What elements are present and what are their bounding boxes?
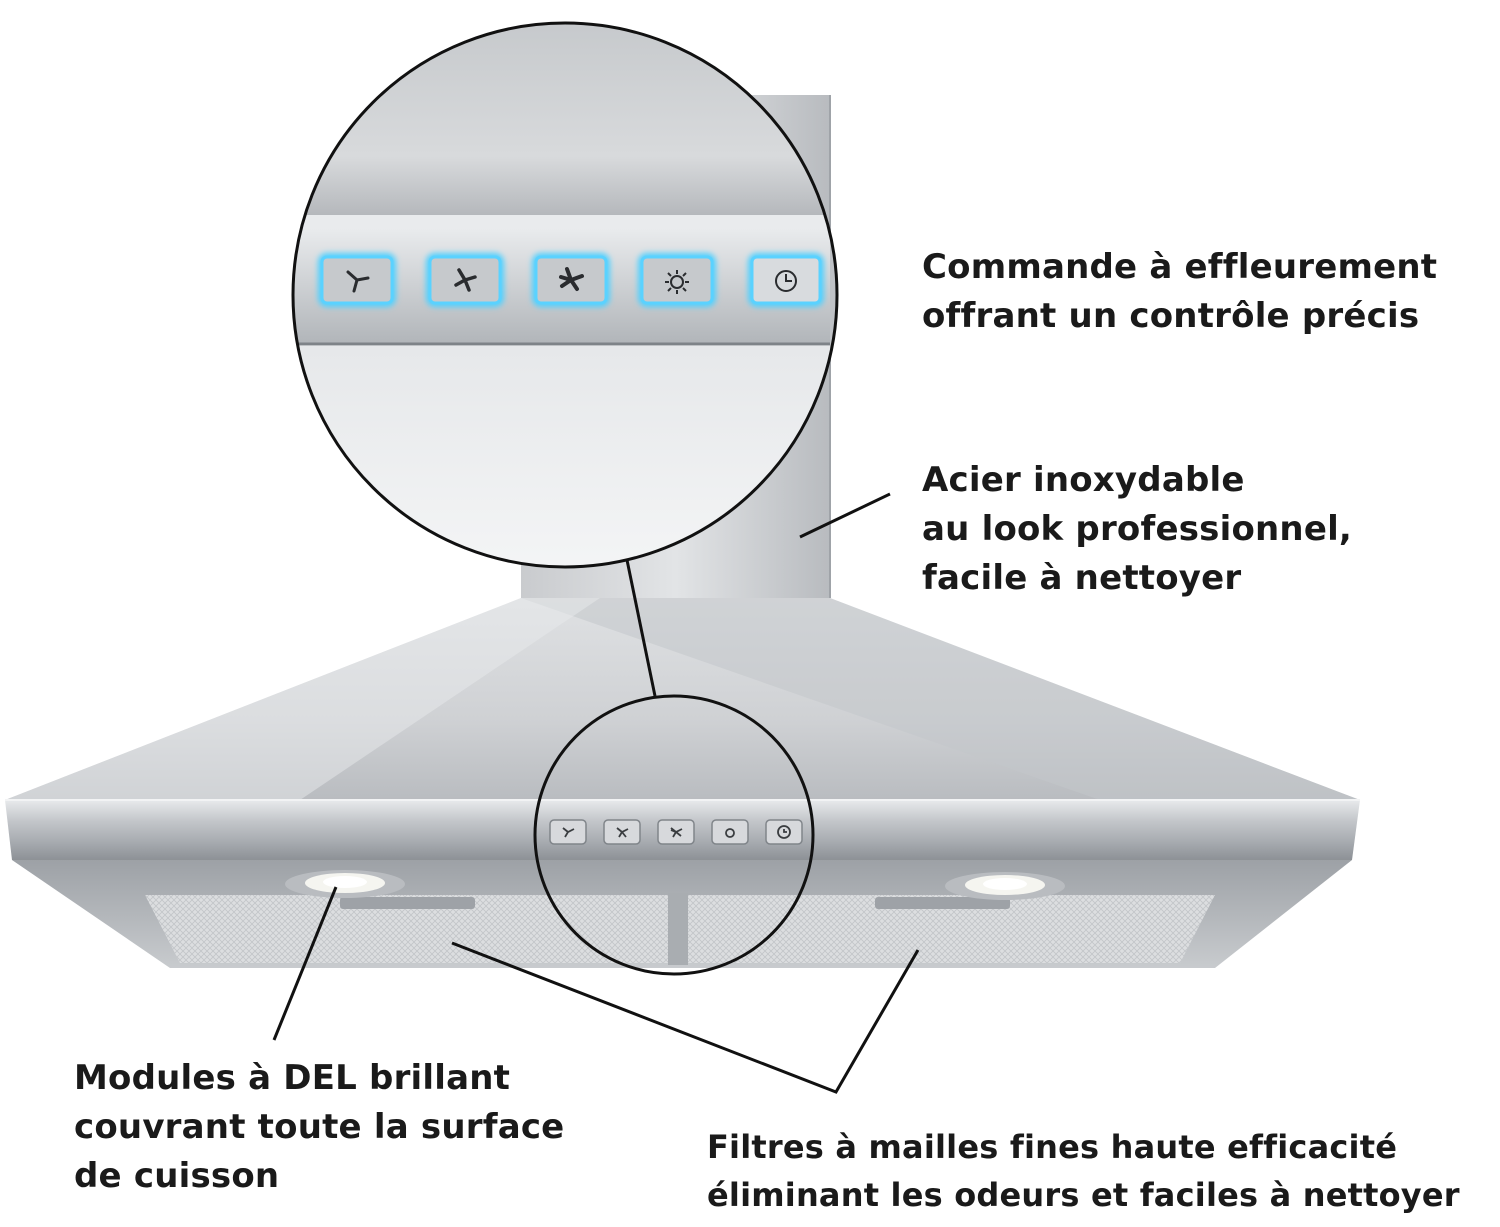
callout-touch-control: Commande à effleurement offrant un contr… (922, 243, 1437, 341)
callout-led-line-2: couvrant toute la surface (74, 1107, 565, 1147)
zoom-connector-line (625, 559, 657, 697)
fan-speed-1-icon (346, 270, 370, 293)
fan-speed-3-button[interactable] (532, 253, 610, 307)
callout-touch-line-1: Commande à effleurement (922, 247, 1438, 287)
led-light-left (285, 870, 405, 898)
callout-stainless-steel: Acier inoxydable au look professionnel, … (922, 456, 1352, 603)
callout-led-line-3: de cuisson (74, 1156, 280, 1196)
filter-callout-line (451, 941, 920, 1094)
fan-speed-2-icon (454, 268, 477, 292)
fan-speed-1-button[interactable] (318, 253, 396, 307)
callout-touch-line-2: offrant un contrôle précis (922, 296, 1420, 336)
band-control-buttons (549, 819, 803, 845)
callout-steel-line-3: facile à nettoyer (922, 558, 1242, 598)
filter-handle-right (875, 897, 1010, 909)
light-button[interactable] (638, 253, 716, 307)
detail-circle-large (291, 21, 839, 569)
filter-left (145, 895, 668, 963)
callout-steel-line-2: au look professionnel, (922, 509, 1353, 549)
timer-button[interactable] (748, 253, 824, 307)
callout-mesh-filters: Filtres à mailles fines haute efficacité… (707, 1123, 1460, 1219)
led-callout-line (272, 886, 338, 1041)
filter-right (688, 895, 1215, 963)
filter-handle-left (340, 897, 475, 909)
callout-filter-line-2: éliminant les odeurs et faciles à nettoy… (707, 1176, 1460, 1214)
detail-circle-small (533, 694, 815, 976)
hood-canopy-shadow (521, 598, 1360, 800)
steel-callout-line (799, 492, 891, 539)
filter-divider (668, 893, 688, 965)
callout-filter-line-1: Filtres à mailles fines haute efficacité (707, 1128, 1398, 1166)
fan-speed-2-button[interactable] (426, 253, 504, 307)
callout-led-modules: Modules à DEL brillant couvrant toute la… (74, 1054, 564, 1201)
fan-speed-3-icon (559, 267, 584, 291)
callout-steel-line-1: Acier inoxydable (922, 460, 1245, 500)
light-icon (665, 270, 689, 294)
hood-canopy-highlight (5, 598, 600, 800)
touch-control-panel (318, 253, 824, 307)
callout-led-line-1: Modules à DEL brillant (74, 1058, 511, 1098)
timer-icon (775, 270, 797, 292)
led-light-right (945, 872, 1065, 900)
